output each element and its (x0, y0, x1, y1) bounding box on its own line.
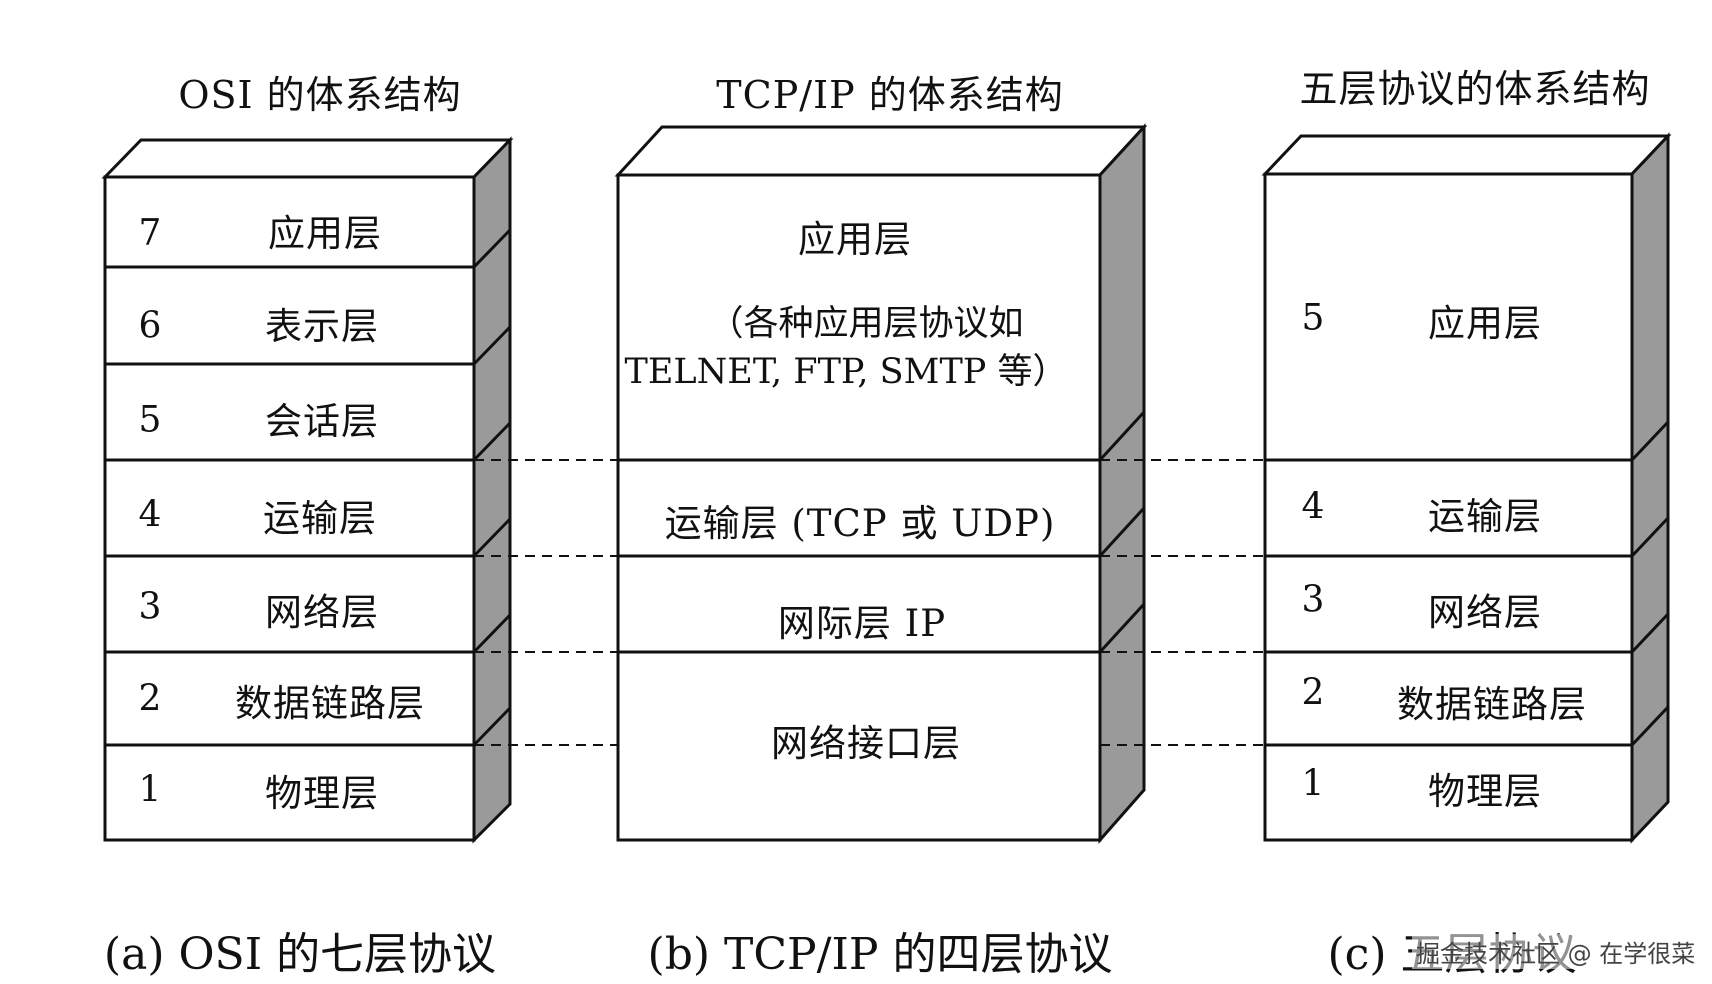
osi-stack (101, 136, 514, 844)
tcpip-transport-name: 运输层 (TCP 或 UDP) (664, 502, 1056, 545)
tcpip-internet-name: 网际层 IP (777, 602, 947, 645)
tcpip-network-interface-name: 网络接口层 (771, 722, 961, 765)
osi-layer-5-number: 5 (138, 399, 162, 441)
tcpip-title: TCP/IP 的体系结构 (716, 73, 1064, 117)
osi-layer-1-name: 物理层 (265, 772, 379, 815)
five-layer-3-number: 3 (1301, 579, 1325, 621)
five-layer-2-number: 2 (1301, 672, 1325, 714)
osi-side-edge (472, 706, 512, 747)
osi-layer-2-name: 数据链路层 (235, 682, 425, 725)
tcpip-top-face (614, 125, 1148, 177)
osi-layer-4-name: 运输层 (263, 497, 377, 540)
watermark: 掘金技术社区 @ 在学很菜 (1412, 934, 1700, 969)
osi-side-edge (472, 613, 512, 654)
tcpip-side-edge (1098, 602, 1146, 654)
osi-front-face (103, 175, 476, 842)
osi-layer-6-number: 6 (138, 305, 162, 347)
five-layer-5-name: 应用层 (1428, 302, 1542, 345)
tcpip-side-edge (1098, 410, 1146, 462)
osi-side-edge (472, 325, 512, 366)
tcpip-application-name: 应用层 (798, 218, 912, 261)
five-front-face (1263, 172, 1634, 842)
osi-layer-5-name: 会话层 (265, 400, 379, 443)
five-side-edge (1630, 705, 1670, 747)
osi-title: OSI 的体系结构 (178, 73, 462, 117)
five-layer-1-number: 1 (1301, 763, 1325, 805)
tcpip-stack (614, 123, 1148, 844)
five-layer-4-number: 4 (1301, 486, 1325, 528)
osi-layer-6-name: 表示层 (265, 305, 379, 348)
osi-layer-7-name: 应用层 (268, 212, 382, 255)
tcpip-front-face (616, 173, 1102, 842)
osi-layer-7-number: 7 (138, 212, 162, 254)
osi-side-edge (472, 517, 512, 558)
alignment-dashes (474, 459, 1265, 746)
tcpip-application-note-line1: （各种应用层协议如 (708, 304, 1024, 344)
five-side-face (1630, 132, 1670, 844)
five-layer-3-name: 网络层 (1428, 591, 1542, 634)
five-layer-4-name: 运输层 (1428, 495, 1542, 538)
five-layer-1-name: 物理层 (1428, 770, 1542, 813)
five-side-edge (1630, 420, 1670, 462)
osi-layer-1-number: 1 (138, 769, 162, 811)
osi-layer-3-number: 3 (138, 586, 162, 628)
five-layer-5-number: 5 (1301, 297, 1325, 339)
osi-side-edge (472, 228, 512, 269)
five-side-edge (1630, 612, 1670, 654)
five-side-edge (1630, 516, 1670, 558)
osi-top-face (101, 138, 514, 179)
osi-layer-4-number: 4 (138, 494, 162, 536)
five-top-face (1261, 134, 1672, 176)
tcpip-side-face (1098, 123, 1146, 844)
osi-caption: (a) OSI 的七层协议 (103, 929, 497, 980)
tcpip-application-note-line2: TELNET, FTP, SMTP 等） (624, 352, 1068, 392)
tcpip-side-edge (1098, 506, 1146, 558)
five-layer-stack (1261, 132, 1672, 844)
osi-layer-3-name: 网络层 (265, 591, 379, 634)
osi-layer-2-number: 2 (138, 678, 162, 720)
five-layer-2-name: 数据链路层 (1397, 683, 1587, 726)
osi-side-edge (472, 421, 512, 462)
tcpip-caption: (b) TCP/IP 的四层协议 (647, 929, 1113, 980)
five-layer-title: 五层协议的体系结构 (1299, 67, 1651, 111)
osi-side-face (472, 136, 512, 844)
